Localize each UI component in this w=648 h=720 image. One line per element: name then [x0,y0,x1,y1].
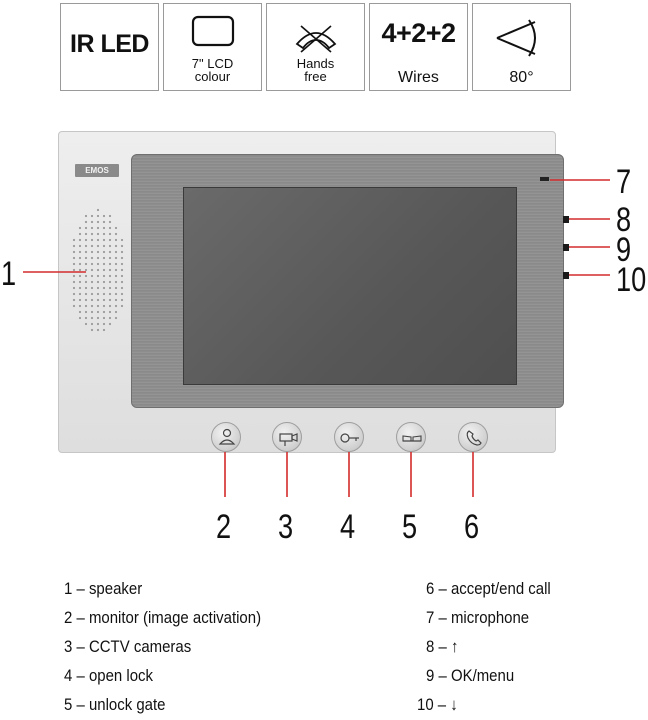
badge-angle-caption: 80° [509,69,534,86]
badge-ir-led: IR LED [60,3,159,91]
monitor-button[interactable] [211,422,241,452]
callout-number-7: 7 [616,163,632,201]
badge-ir-led-text: IR LED [70,30,149,58]
callout-number-3: 3 [278,508,294,546]
callout-number-4: 4 [340,508,356,546]
legend-item-10: 10 – ↓ [417,695,458,714]
up-button[interactable] [563,216,569,223]
brand-logo: EMOS [75,164,119,177]
viewing-angle-icon [496,19,536,57]
badge-wires-caption: Wires [398,69,439,86]
gate-icon [402,435,422,442]
legend-item-4: 4 – open lock [64,666,154,685]
callout-number-6: 6 [464,508,480,546]
handsfree-handset-icon [295,25,337,53]
legend-item-3: 3 – CCTV cameras [64,637,192,656]
callout-number-5: 5 [402,508,418,546]
key-icon [340,433,359,443]
open-lock-button[interactable] [334,422,364,452]
callout-number-9: 9 [616,231,632,269]
ok-menu-button[interactable] [563,244,569,251]
badge-handsfree-caption-1: Hands [296,56,335,71]
badge-handsfree-caption-2: free [304,69,327,84]
cctv-button[interactable] [272,422,302,452]
lcd-screen-icon [191,15,235,47]
badge-lcd: 7" LCD colour [163,3,262,91]
camera-icon [279,433,298,446]
legend-item-1: 1 – speaker [64,579,143,598]
callout-number-2: 2 [216,508,232,546]
badge-handsfree: Hands free [266,3,365,91]
legend-item-9: 9 – OK/menu [426,666,515,685]
badge-lcd-caption-1: 7" LCD [191,56,234,71]
legend-item-8: 8 – ↑ [426,637,459,656]
callout-number-8: 8 [616,201,632,239]
badge-wires-text: 4+2+2 [381,18,456,48]
legend-item-6: 6 – accept/end call [426,579,551,598]
person-icon [218,428,236,445]
legend-item-7: 7 – microphone [426,608,530,627]
lcd-screen [183,187,517,385]
down-button[interactable] [563,272,569,279]
microphone [540,177,549,181]
legend-item-2: 2 – monitor (image activation) [64,608,262,627]
callout-number-10: 10 [616,261,647,299]
callout-number-1: 1 [1,255,17,293]
call-button[interactable] [458,422,488,452]
badge-viewing-angle: 80° [472,3,571,91]
badge-lcd-caption-2: colour [194,69,231,84]
legend-item-5: 5 – unlock gate [64,695,166,714]
unlock-gate-button[interactable] [396,422,426,452]
phone-handset-icon [466,430,482,446]
badge-wires: 4+2+2 Wires [369,3,468,91]
